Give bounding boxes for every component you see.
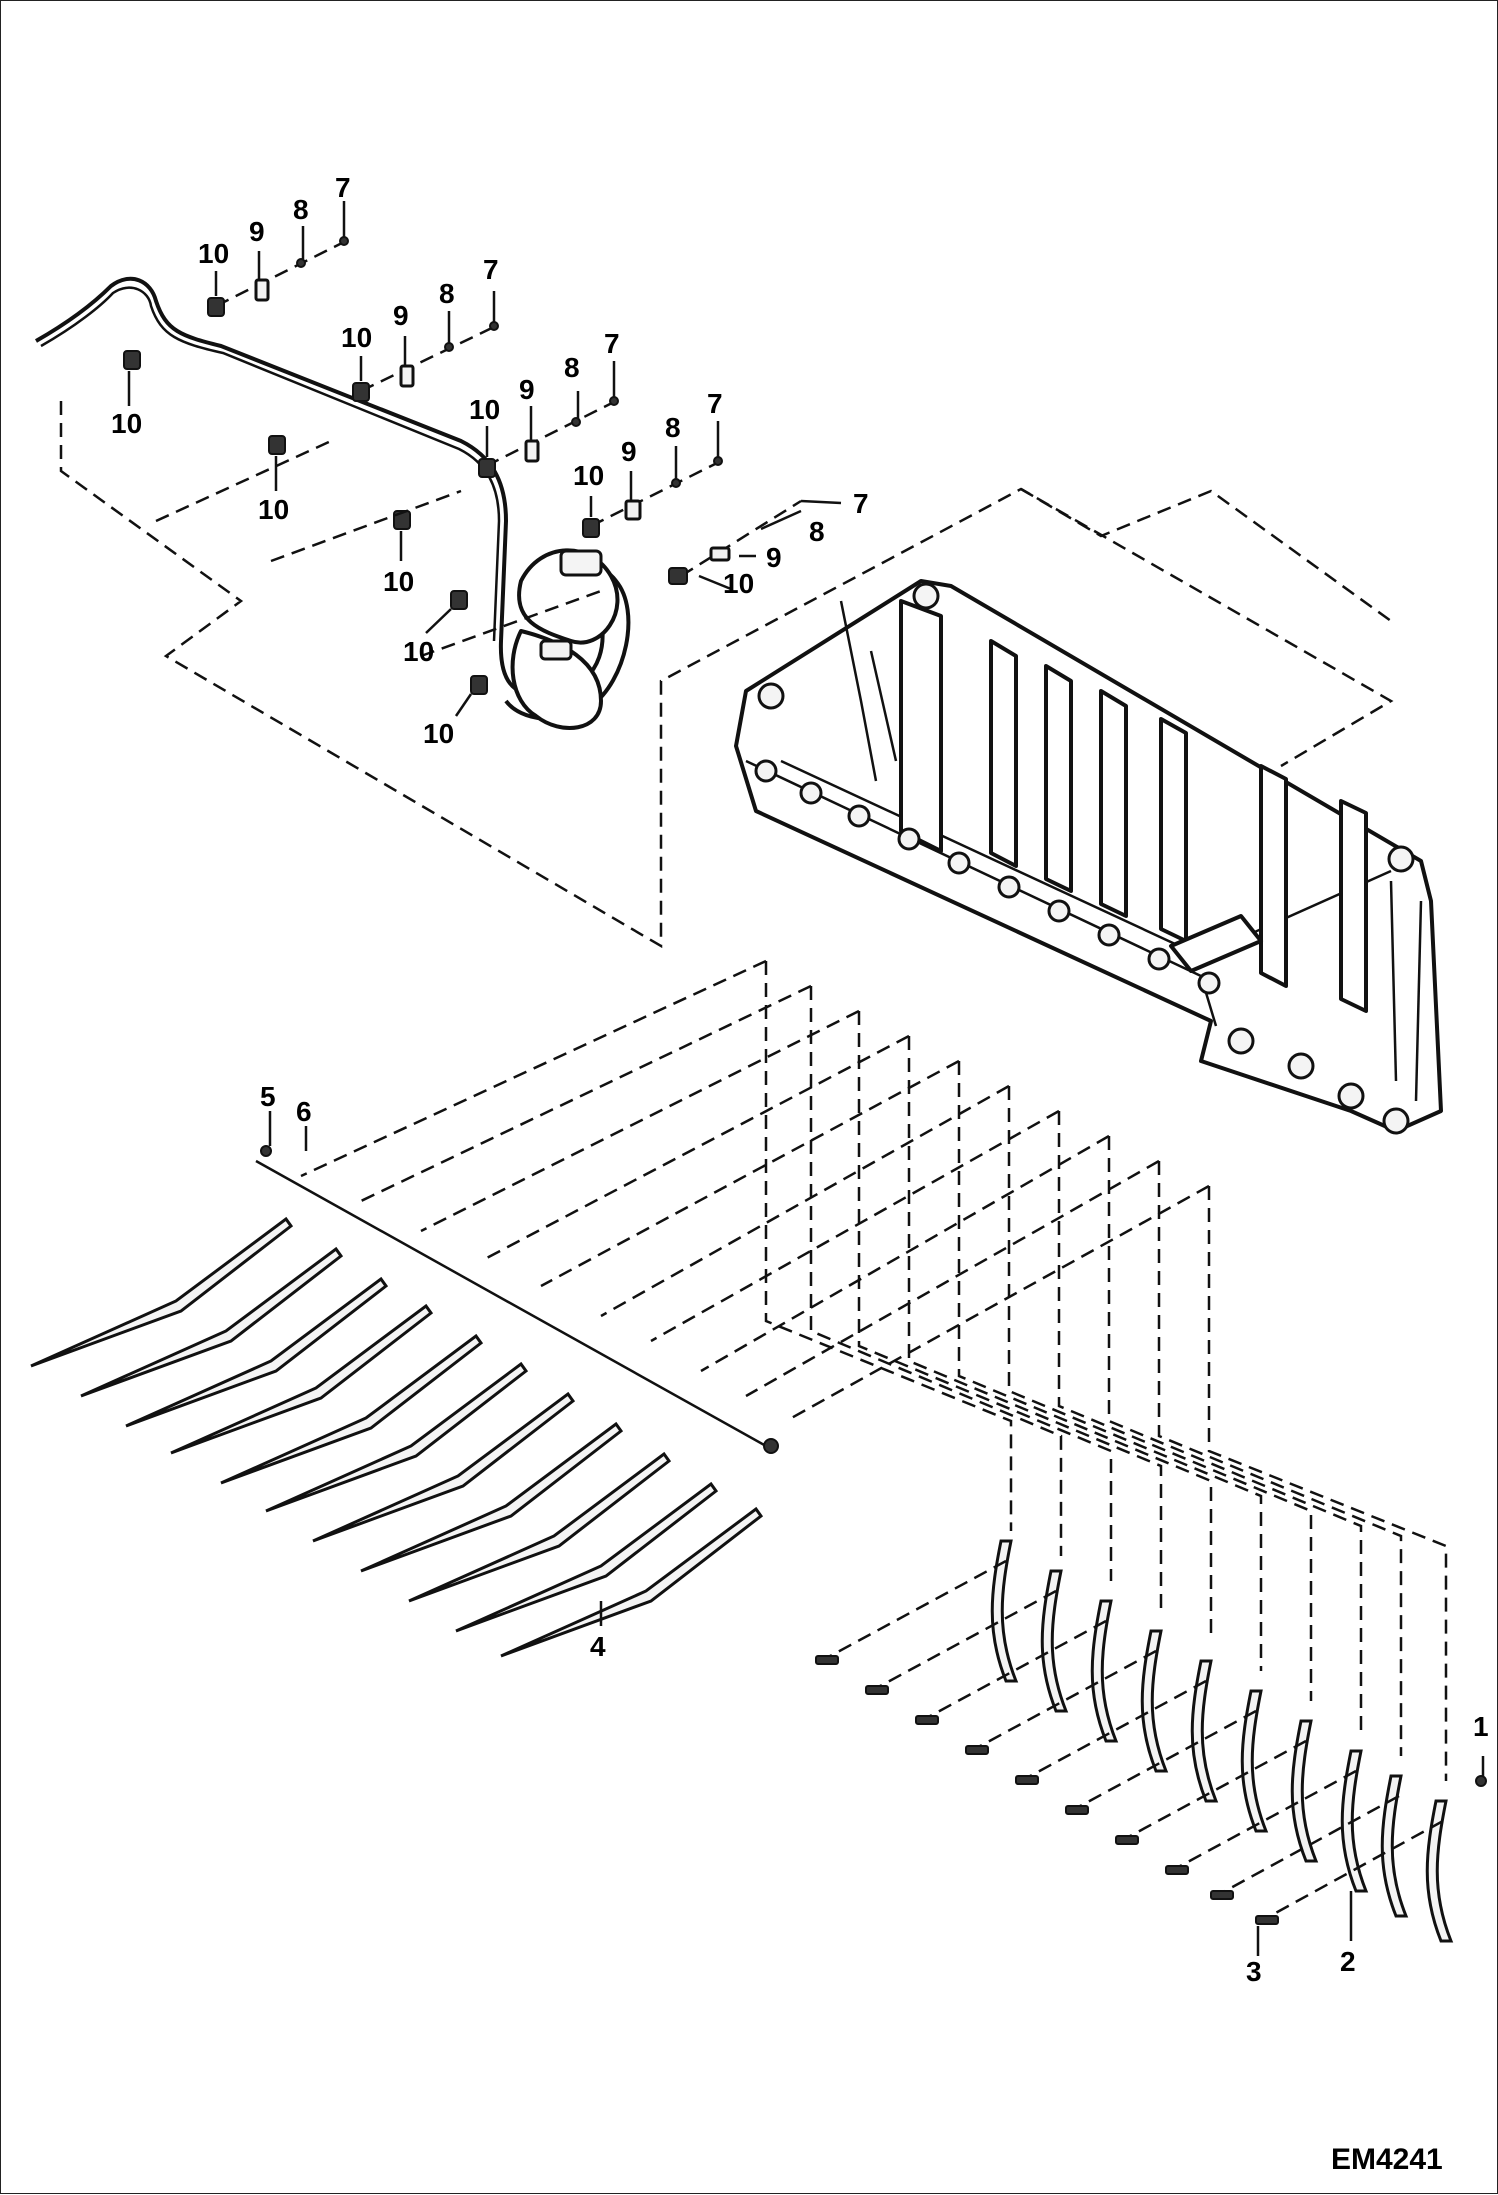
callout-7-d: 7: [707, 388, 723, 419]
callout-10-e: 10: [723, 568, 754, 599]
long-tines: [30, 959, 1210, 1658]
callout-9-e: 9: [766, 542, 782, 573]
callout-7-b: 7: [483, 254, 499, 285]
callout-labels: 7 8 9 10 7 8 9 10 7 8 9 10 7 8 9 10 7 8 …: [111, 172, 1489, 1987]
hardware-leaders: [127, 201, 842, 717]
grapple-frame: [734, 579, 1443, 1133]
callout-10-f: 10: [111, 408, 142, 439]
callout-10-h: 10: [383, 566, 414, 597]
callout-4: 4: [590, 1631, 606, 1662]
callout-8-a: 8: [293, 194, 309, 225]
item-leaders: [268, 1111, 1485, 1956]
callout-10-i: 10: [403, 636, 434, 667]
callout-6: 6: [296, 1096, 312, 1127]
callout-8-b: 8: [439, 278, 455, 309]
assembly-dashed-links: [59, 401, 1394, 949]
callout-7-c: 7: [604, 328, 620, 359]
callout-9-b: 9: [393, 300, 409, 331]
callout-5: 5: [260, 1081, 276, 1112]
callout-9-a: 9: [249, 216, 265, 247]
frame-tine-sockets: [754, 582, 1415, 1135]
callout-7-e: 7: [853, 488, 869, 519]
callout-8-d: 8: [665, 412, 681, 443]
callout-3: 3: [1246, 1956, 1262, 1987]
figure-code: EM4241: [1331, 2143, 1443, 2176]
callout-1: 1: [1473, 1711, 1489, 1742]
callout-10-j: 10: [423, 718, 454, 749]
callout-8-e: 8: [809, 516, 825, 547]
callout-10-b: 10: [341, 322, 372, 353]
hose-assembly: [35, 276, 631, 730]
callout-10-c: 10: [469, 394, 500, 425]
callout-2: 2: [1340, 1946, 1356, 1977]
callout-7-a: 7: [335, 172, 351, 203]
short-tines: [764, 961, 1487, 1943]
callout-10-g: 10: [258, 494, 289, 525]
callout-9-d: 9: [621, 436, 637, 467]
callout-8-c: 8: [564, 352, 580, 383]
callout-9-c: 9: [519, 374, 535, 405]
callout-10-a: 10: [198, 238, 229, 269]
callout-10-d: 10: [573, 460, 604, 491]
